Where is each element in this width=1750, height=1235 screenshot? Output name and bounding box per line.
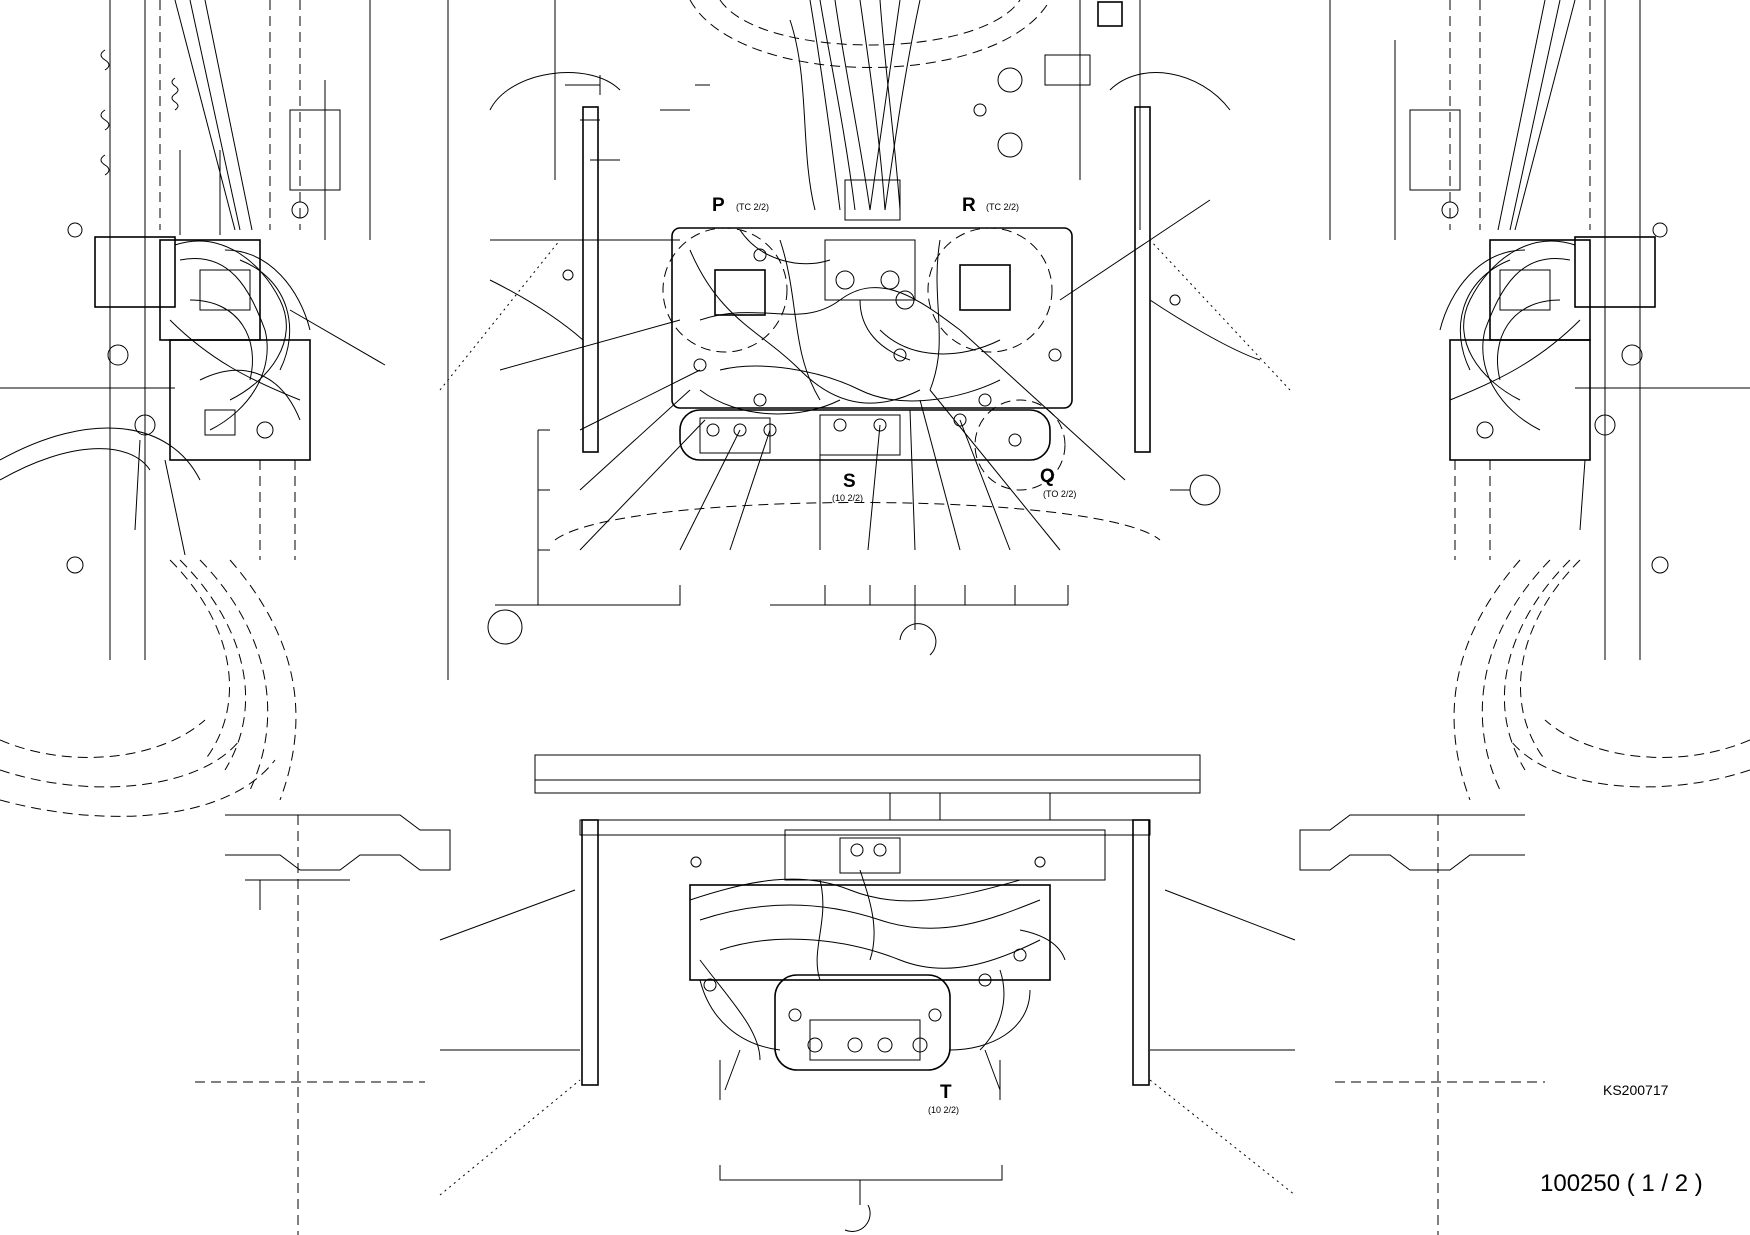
callout-p-letter: P [712, 195, 725, 216]
callout-t-ref: (10 2/2) [928, 1105, 960, 1115]
drawing-code: KS200717 [1603, 1082, 1669, 1098]
left-side-view [0, 0, 386, 817]
callout-r-ref: (TC 2/2) [986, 202, 1020, 212]
callout-s-ref: (10 2/2) [832, 493, 864, 503]
callout-q-letter: Q [1040, 466, 1055, 487]
callout-s-letter: S [843, 471, 856, 492]
callout-q-ref: (TO 2/2) [1043, 489, 1077, 499]
bottom-center-view [195, 754, 1545, 1235]
top-center-view [439, 0, 1331, 680]
callout-t-letter: T [940, 1082, 952, 1103]
page-reference: 100250 ( 1 / 2 ) [1540, 1170, 1703, 1197]
callout-r-letter: R [962, 195, 976, 216]
callout-p-ref: (TC 2/2) [736, 202, 770, 212]
right-side-view [1329, 0, 1750, 801]
